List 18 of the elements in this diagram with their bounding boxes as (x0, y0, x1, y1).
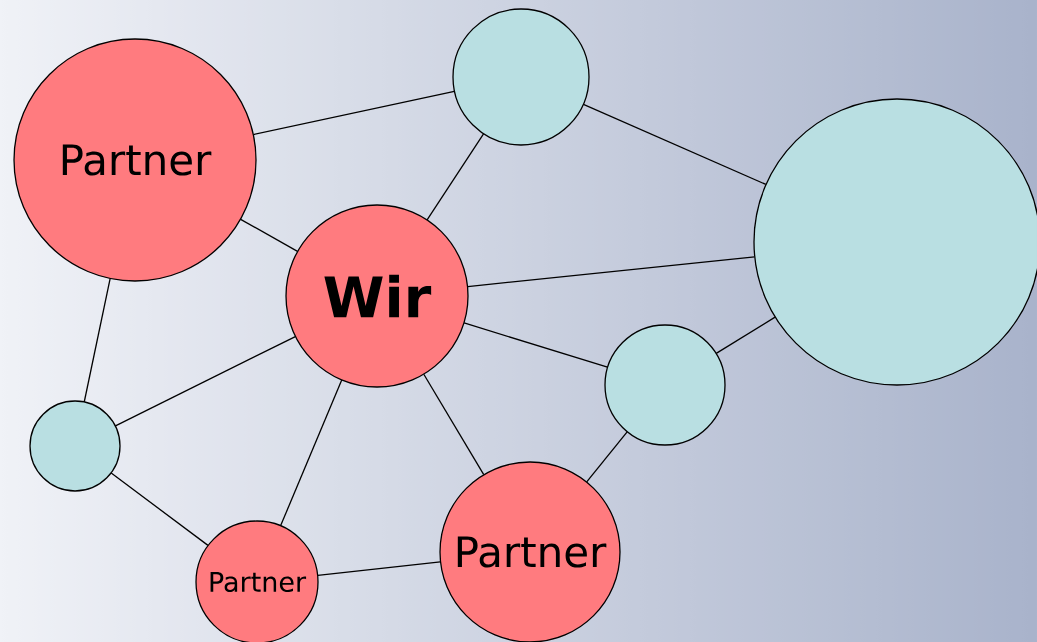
connector-line (240, 218, 299, 252)
connector-line (715, 316, 776, 355)
connector-line (463, 322, 609, 368)
connector-line (423, 373, 485, 476)
network-circle (604, 324, 726, 446)
connector-line (83, 277, 111, 403)
connector-line (280, 379, 343, 527)
connector-line (110, 472, 209, 546)
connector-line (317, 561, 441, 576)
network-circle (452, 8, 590, 146)
connector-line (114, 335, 296, 427)
connector-line (467, 256, 756, 288)
connector-line (582, 103, 767, 186)
connector-line (586, 431, 628, 483)
connector-line (426, 133, 485, 221)
network-circle (753, 98, 1037, 386)
connector-line (252, 90, 455, 136)
network-circle (29, 400, 121, 492)
